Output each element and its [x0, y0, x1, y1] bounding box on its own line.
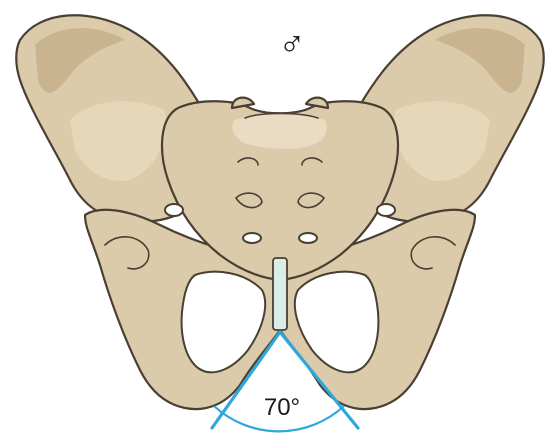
pubic-symphysis — [273, 258, 287, 330]
angle-label: 70° — [264, 394, 300, 421]
male-symbol: ♂ — [279, 23, 306, 64]
